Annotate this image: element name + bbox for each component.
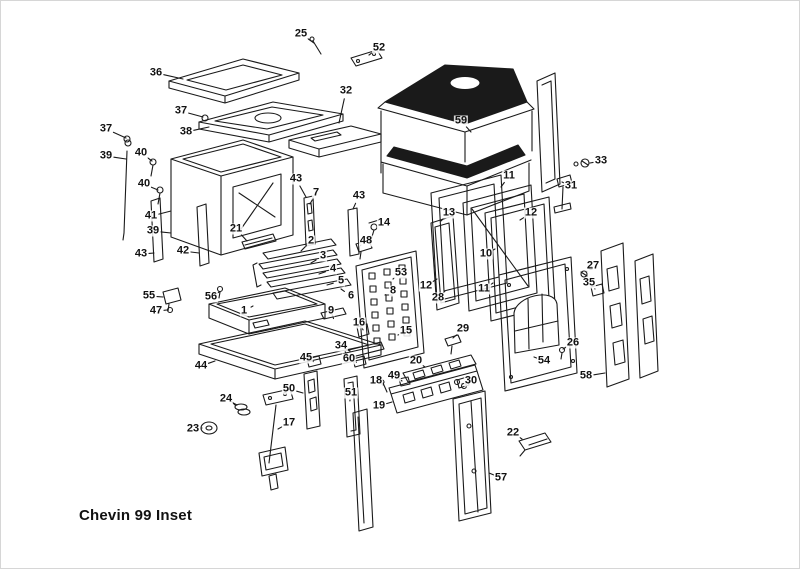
firebox-assembly — [122, 139, 294, 314]
leader-line-5 — [326, 282, 334, 286]
leader-line-25 — [307, 38, 315, 44]
leader-line-58 — [593, 372, 606, 376]
leader-line-53 — [392, 277, 396, 280]
leader-line-54 — [533, 356, 538, 359]
leader-line-45 — [311, 360, 314, 363]
leader-line-36 — [163, 74, 184, 80]
leader-line-41 — [158, 210, 172, 215]
leader-line-7 — [309, 199, 313, 205]
leader-line-20 — [422, 364, 426, 368]
leader-line-12 — [519, 216, 525, 221]
diagram-title: Chevin 99 Inset — [79, 507, 193, 524]
leader-line-30 — [461, 382, 464, 385]
leader-line-42 — [190, 251, 200, 254]
leader-line-37 — [112, 131, 127, 139]
leader-line-13 — [440, 218, 444, 222]
leader-line-43 — [352, 202, 357, 210]
leader-line-39 — [160, 231, 172, 234]
base-and-bottom-assembly — [198, 287, 552, 532]
leader-line-19 — [386, 401, 393, 405]
leader-line-59 — [465, 126, 472, 133]
leader-line-9 — [331, 313, 335, 320]
top-plate-assembly — [123, 36, 383, 158]
leader-line-49 — [400, 379, 403, 382]
leader-line-40 — [146, 157, 153, 162]
leader-line-4 — [318, 271, 327, 275]
leader-line-16 — [361, 327, 364, 331]
canopy-assembly — [377, 64, 590, 216]
leader-line-34 — [347, 349, 351, 352]
leader-line-31 — [561, 181, 565, 184]
leader-line-6 — [340, 288, 345, 292]
leader-line-21 — [240, 234, 248, 242]
leader-line-17 — [277, 426, 283, 430]
leader-line-26 — [562, 346, 567, 350]
leader-line-11 — [500, 181, 505, 188]
leader-line-29 — [452, 333, 458, 339]
leader-line-40 — [150, 186, 159, 191]
leader-line-2 — [300, 246, 306, 252]
leader-line-39 — [113, 156, 127, 160]
leader-line-10 — [492, 248, 496, 251]
leader-line-44 — [207, 360, 216, 364]
front-fret-assembly — [379, 334, 484, 414]
leader-line-50 — [296, 390, 304, 394]
leader-line-12 — [432, 278, 438, 283]
leader-line-28 — [443, 290, 446, 293]
leader-line-48 — [359, 244, 362, 247]
leader-line-37 — [188, 112, 204, 118]
leader-line-56 — [217, 291, 220, 294]
door-assembly — [430, 174, 659, 392]
grate-assembly — [252, 195, 380, 320]
leader-line-3 — [310, 259, 317, 264]
leader-line-32 — [338, 98, 345, 124]
leader-line-43 — [299, 185, 307, 198]
leader-line-38 — [193, 126, 210, 131]
leader-line-11 — [490, 282, 494, 286]
leader-line-22 — [519, 436, 523, 440]
leader-line-1 — [250, 305, 254, 308]
leader-line-57 — [488, 472, 495, 476]
leader-line-33 — [589, 161, 594, 164]
leader-line-27 — [585, 270, 588, 273]
leader-line-24 — [232, 402, 238, 406]
leader-line-52 — [368, 52, 373, 56]
